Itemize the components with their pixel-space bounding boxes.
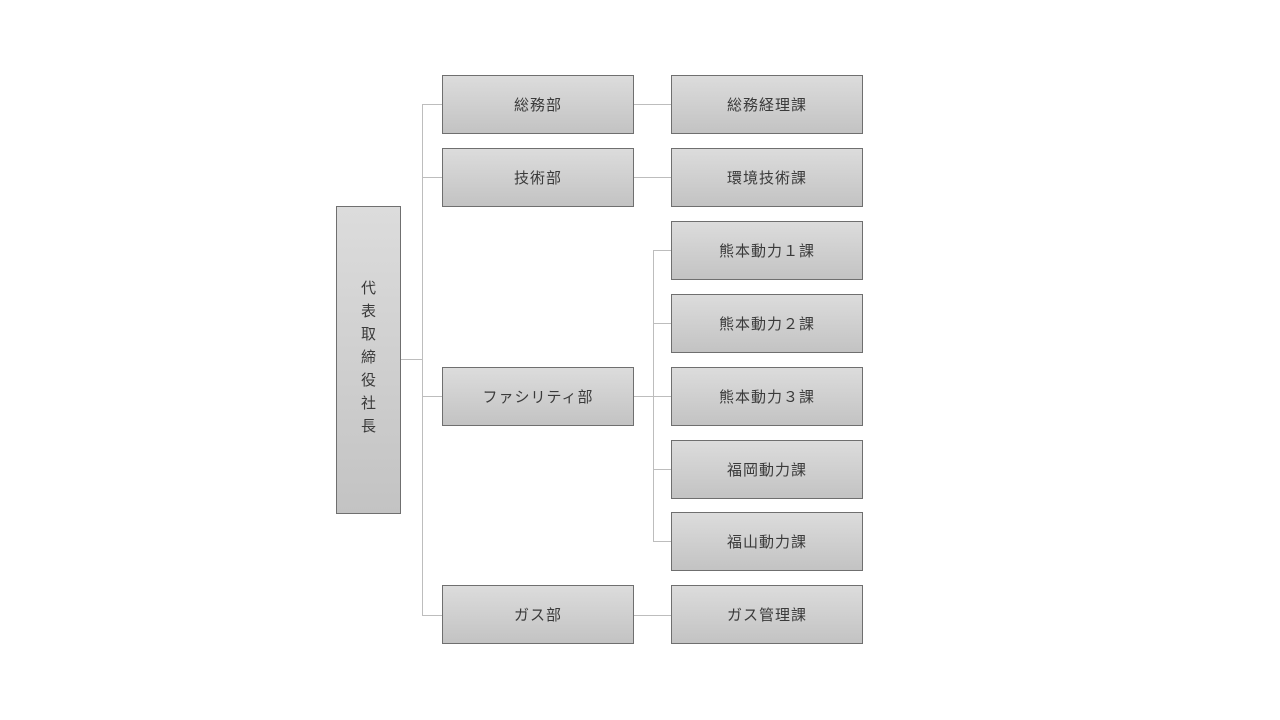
node-label: 代表取締役社長 <box>359 279 377 441</box>
connector-to-gas <box>422 615 442 616</box>
node-section-kumamoto-2[interactable]: 熊本動力２課 <box>671 294 863 353</box>
node-label: 福岡動力課 <box>726 461 807 479</box>
node-dept-gas[interactable]: ガス部 <box>442 585 634 644</box>
node-label: 熊本動力２課 <box>718 315 815 333</box>
node-label: 環境技術課 <box>726 169 807 187</box>
connector-to-gijutsu <box>422 177 442 178</box>
node-section-kumamoto-3[interactable]: 熊本動力３課 <box>671 367 863 426</box>
node-label: ガス管理課 <box>726 606 807 624</box>
node-label: 熊本動力１課 <box>718 242 815 260</box>
connector-facility-s5 <box>653 541 671 542</box>
node-label: ファシリティ部 <box>482 388 594 406</box>
node-label: ガス部 <box>513 606 562 624</box>
connector-gas-section <box>633 615 671 616</box>
node-section-fukuoka[interactable]: 福岡動力課 <box>671 440 863 499</box>
node-label: 熊本動力３課 <box>718 388 815 406</box>
node-ceo[interactable]: 代表取締役社長 <box>336 206 401 514</box>
connector-facility-s3 <box>653 396 671 397</box>
node-label: 技術部 <box>513 169 562 187</box>
node-section-kankyo-gijutsu[interactable]: 環境技術課 <box>671 148 863 207</box>
connector-facility-s2 <box>653 323 671 324</box>
node-section-soumu-keiri[interactable]: 総務経理課 <box>671 75 863 134</box>
node-section-kumamoto-1[interactable]: 熊本動力１課 <box>671 221 863 280</box>
node-dept-soumu[interactable]: 総務部 <box>442 75 634 134</box>
connector-facility-s1 <box>653 250 671 251</box>
node-label: 総務部 <box>513 96 562 114</box>
connector-gijutsu-section <box>633 177 671 178</box>
connector-facility-out <box>633 396 653 397</box>
node-label: 福山動力課 <box>726 533 807 551</box>
connector-root-to-trunk <box>400 359 422 360</box>
node-dept-gijutsu[interactable]: 技術部 <box>442 148 634 207</box>
connector-soumu-section <box>633 104 671 105</box>
node-dept-facility[interactable]: ファシリティ部 <box>442 367 634 426</box>
connector-main-trunk <box>422 104 423 616</box>
connector-to-soumu <box>422 104 442 105</box>
node-section-gas-kanri[interactable]: ガス管理課 <box>671 585 863 644</box>
node-label: 総務経理課 <box>726 96 807 114</box>
connector-facility-s4 <box>653 469 671 470</box>
node-section-fukuyama[interactable]: 福山動力課 <box>671 512 863 571</box>
connector-to-facility <box>422 396 442 397</box>
